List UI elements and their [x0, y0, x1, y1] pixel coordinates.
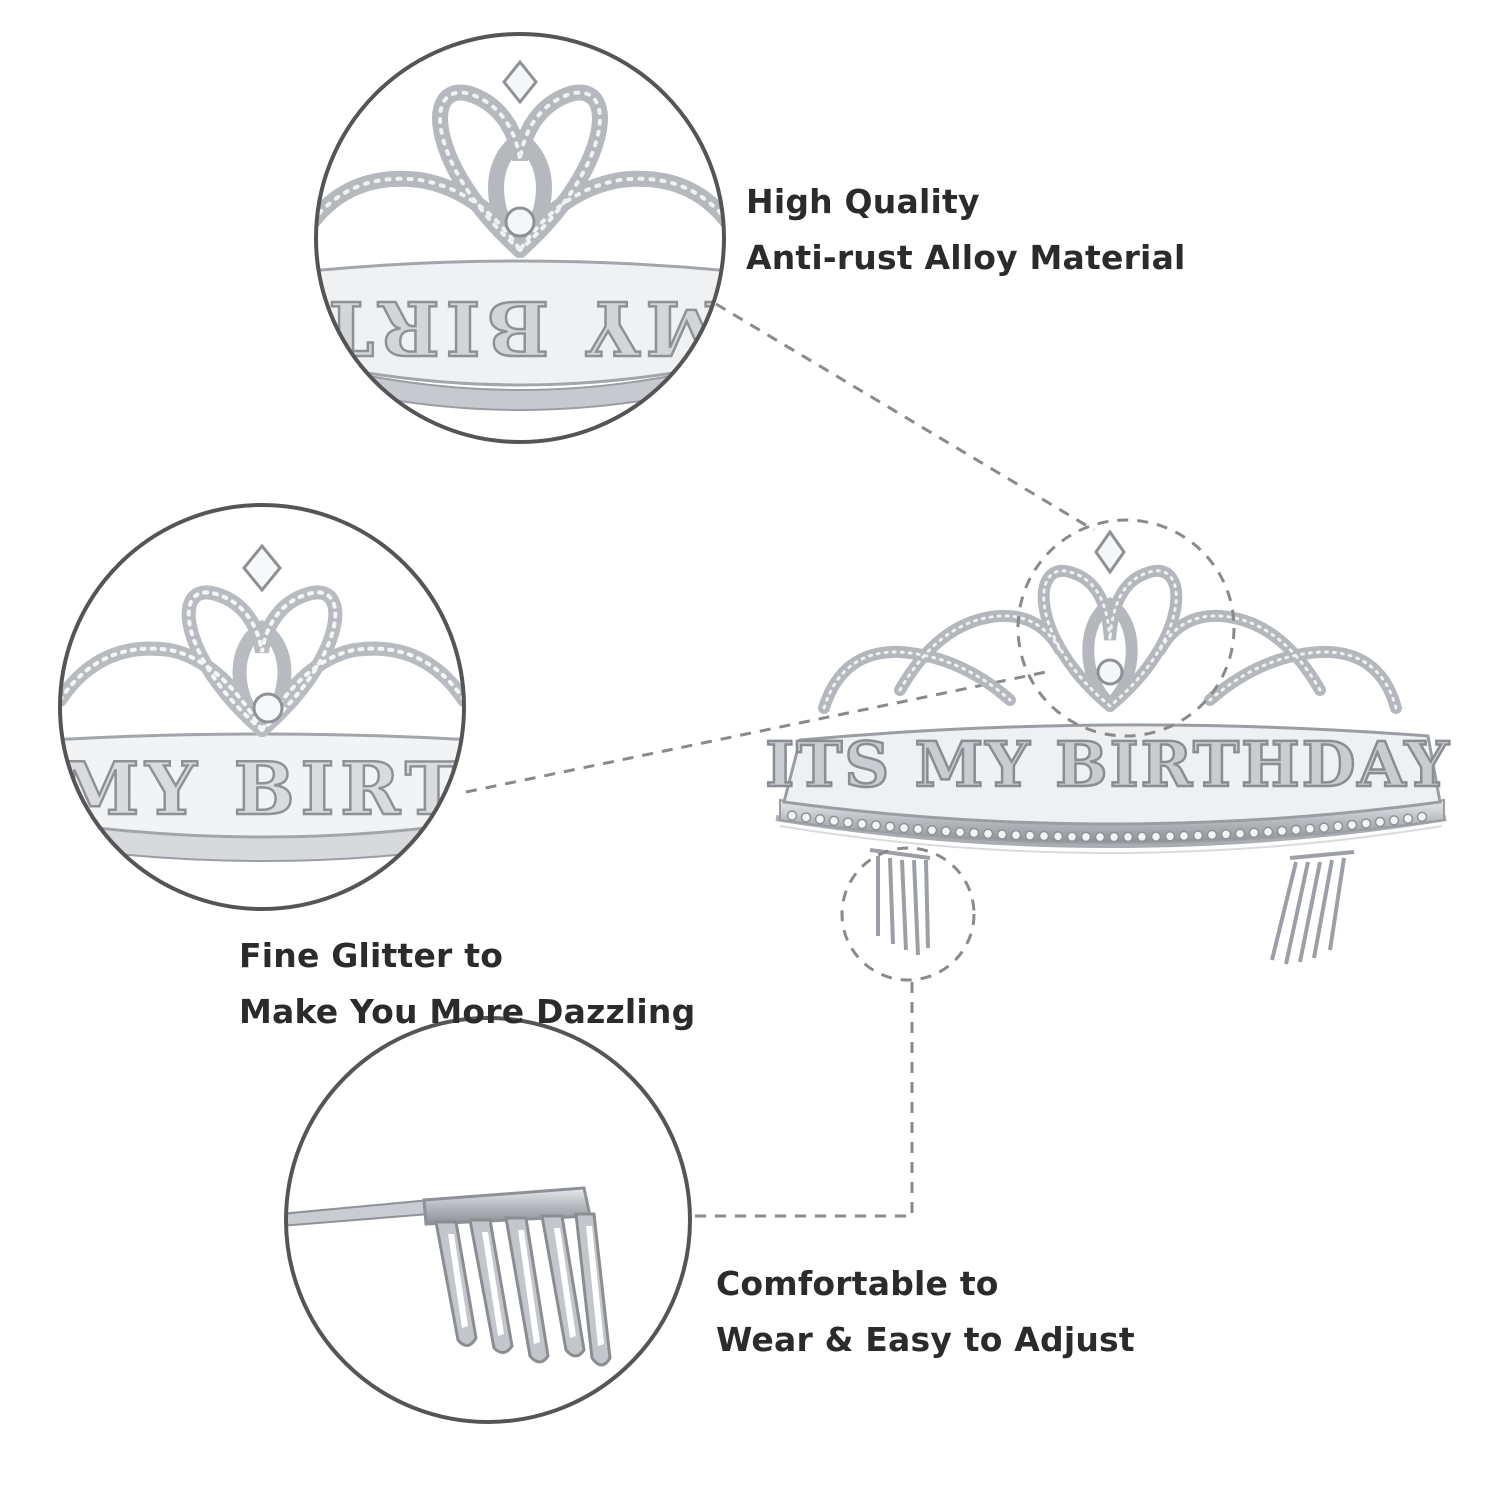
rhinestone	[856, 818, 868, 830]
rhinestone	[1416, 811, 1428, 823]
tiara-letter-band	[782, 723, 1442, 826]
rhinestone	[1024, 830, 1036, 841]
rhinestone	[954, 826, 966, 838]
rhinestone	[1374, 816, 1386, 828]
rhinestone	[1080, 831, 1092, 843]
rhinestone	[1066, 831, 1078, 842]
rhinestone	[1178, 830, 1190, 842]
rhinestone	[912, 823, 924, 835]
comb-right-icon	[1270, 850, 1355, 965]
comb-left-icon	[869, 848, 931, 956]
rhinestone	[1234, 828, 1246, 839]
caption-glitter-line-1: Fine Glitter to	[239, 936, 504, 975]
rhinestone	[1094, 831, 1106, 843]
rhinestone	[898, 822, 910, 834]
rhinestone	[1052, 831, 1064, 842]
rhinestone	[870, 820, 882, 831]
rhinestone	[1108, 831, 1120, 843]
focus-circle-crown	[1016, 518, 1236, 738]
feature-caption-comfort: Comfortable to Wear & Easy to Adjust	[716, 1256, 1135, 1368]
caption-comfort-line-1: Comfortable to	[716, 1264, 999, 1303]
caption-glitter-line-2: Make You More Dazzling	[239, 992, 696, 1031]
rhinestone	[842, 817, 854, 828]
rhinestone	[1150, 831, 1162, 842]
zoom-circle-comfort	[284, 1016, 692, 1424]
rhinestone	[1248, 827, 1260, 839]
center-gem	[1096, 658, 1124, 686]
rhinestone	[1346, 819, 1358, 831]
zoom-glitter-band-text: MY BIRT	[60, 746, 465, 831]
zoom-circle-quality: MY BIRT	[313, 32, 728, 444]
tiara-band-text: ITS MY BIRTHDAY	[765, 728, 1451, 801]
rhinestone	[1360, 818, 1372, 829]
rhinestone	[1038, 830, 1050, 842]
rhinestone	[1122, 831, 1134, 843]
rhinestone	[1276, 825, 1288, 837]
top-gem	[1094, 529, 1126, 575]
rhinestone	[884, 821, 896, 832]
rhinestone	[1290, 824, 1302, 836]
connector-lines	[465, 302, 1095, 1218]
rhinestone	[1220, 829, 1232, 840]
rhinestone	[1304, 823, 1316, 835]
rhinestone	[814, 813, 826, 825]
rhinestone	[786, 810, 798, 821]
caption-quality-line-1: High Quality	[746, 182, 980, 221]
rhinestone	[1136, 831, 1148, 843]
zoom-quality-band-text: MY BIRT	[313, 284, 728, 370]
rhinestone	[1318, 822, 1330, 833]
rhinestone	[828, 815, 840, 827]
rhinestone	[1206, 829, 1218, 841]
rhinestone	[982, 828, 994, 840]
caption-comfort-line-2: Wear & Easy to Adjust	[716, 1320, 1135, 1359]
main-tiara-image: ITS MY BIRTHDAY	[764, 518, 1451, 982]
rhinestone	[1192, 830, 1204, 841]
rhinestone	[1164, 831, 1176, 842]
rhinestone	[1388, 815, 1400, 826]
tiara-crown-highlights	[822, 569, 1398, 710]
zoom-circle-quality-border	[314, 32, 726, 444]
zoom-circle-glitter: MY BIRT	[58, 503, 466, 911]
connector-quality	[715, 302, 1095, 532]
rhinestone	[996, 829, 1008, 840]
base-rhinestones	[786, 810, 1428, 843]
rhinestone	[1262, 826, 1274, 838]
rhinestone	[1010, 829, 1022, 841]
rhinestone	[926, 824, 938, 836]
feature-caption-quality: High Quality Anti-rust Alloy Material	[746, 174, 1186, 286]
connector-comfort	[690, 982, 914, 1218]
zoom-circle-glitter-border	[58, 503, 466, 911]
rhinestone	[940, 826, 952, 837]
caption-quality-line-2: Anti-rust Alloy Material	[746, 238, 1186, 277]
rhinestone	[800, 812, 812, 823]
zoom-circle-comfort-border	[284, 1016, 692, 1424]
focus-circle-comb	[840, 846, 976, 982]
rhinestone	[1332, 821, 1344, 832]
rhinestone	[1402, 813, 1414, 824]
rhinestone	[968, 827, 980, 839]
feature-caption-glitter: Fine Glitter to Make You More Dazzling	[239, 928, 695, 1040]
